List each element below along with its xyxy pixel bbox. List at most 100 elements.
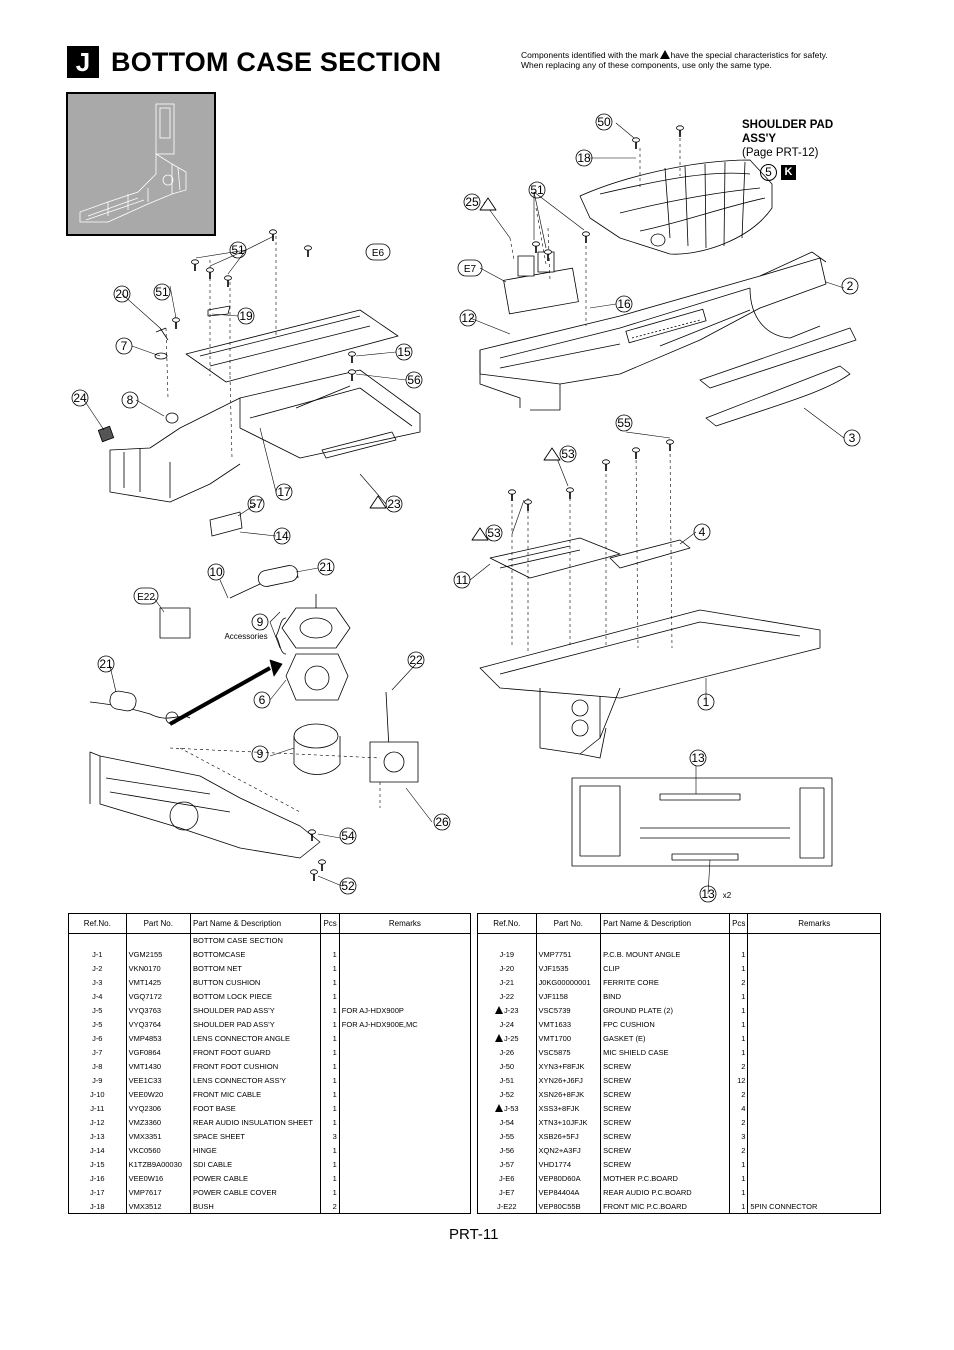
part-no-cell-text: VMT1425 bbox=[128, 978, 162, 987]
callout-50 bbox=[595, 113, 613, 131]
pcs-cell: 1 bbox=[320, 1003, 340, 1018]
part-no-cell-text: VHD1774 bbox=[538, 1160, 572, 1169]
remarks-cell bbox=[338, 1143, 472, 1158]
part-no-cell: XQN2+A3FJ bbox=[535, 1143, 602, 1158]
remarks-cell bbox=[747, 947, 881, 962]
callout-7 bbox=[115, 337, 133, 355]
pcs-cell-text: 2 bbox=[741, 978, 746, 987]
ref-cell-text: J-4 bbox=[92, 992, 103, 1001]
callout-label: 7 bbox=[121, 339, 128, 353]
callout-e22 bbox=[133, 587, 159, 605]
pcs-cell bbox=[320, 933, 340, 948]
part-name-cell: FOOT BASE bbox=[189, 1101, 322, 1116]
part-name-cell-text: FOOT BASE bbox=[192, 1104, 236, 1113]
safety-note-text-b: have the special characteristics for saf… bbox=[670, 50, 828, 60]
part-name-cell-text: REAR AUDIO P.C.BOARD bbox=[603, 1188, 692, 1197]
part-no-cell-text: VEE0W16 bbox=[128, 1174, 164, 1183]
remarks-cell: FOR AJ-HDX900P bbox=[338, 1003, 472, 1018]
col-pcs: Pcs bbox=[320, 913, 340, 934]
col-remarks: Remarks bbox=[747, 913, 881, 934]
part-no-cell: VSC5875 bbox=[535, 1045, 602, 1060]
ref-cell: J-17 bbox=[68, 1185, 127, 1200]
part-name-cell: FRONT MIC CABLE bbox=[189, 1087, 322, 1102]
ref-cell-text: J-9 bbox=[92, 1076, 103, 1085]
part-name-cell: POWER CABLE COVER bbox=[189, 1185, 322, 1200]
callout-label: 13 bbox=[691, 751, 705, 765]
pcs-cell-text: 1 bbox=[332, 964, 337, 973]
part-name-cell: BIND bbox=[600, 989, 731, 1004]
pcs-cell-text: 1 bbox=[332, 1090, 337, 1099]
callout-label: 18 bbox=[577, 151, 591, 165]
part-name-cell-text: FRONT FOOT GUARD bbox=[192, 1048, 271, 1057]
callout-label: 19 bbox=[239, 309, 253, 323]
callout-label: E22 bbox=[137, 592, 155, 603]
part-name-cell: BOTTOM CASE SECTION bbox=[189, 933, 322, 948]
ref-cell-text: J-20 bbox=[499, 964, 515, 973]
callout-label: 57 bbox=[249, 497, 263, 511]
pcs-cell: 1 bbox=[320, 1115, 340, 1130]
part-name-cell: HINGE bbox=[189, 1143, 322, 1158]
part-no-cell-text: VEE1C33 bbox=[128, 1076, 162, 1085]
part-name-cell: SCREW bbox=[600, 1087, 731, 1102]
part-no-cell-text: XSB26+5FJ bbox=[538, 1132, 579, 1141]
part-no-cell: XYN3+F8FJK bbox=[535, 1059, 602, 1074]
remarks-cell-text: FOR AJ-HDX900P bbox=[341, 1006, 404, 1015]
callout-51-mid bbox=[153, 283, 171, 301]
mother-board bbox=[185, 309, 399, 383]
col-ref: Ref.No. bbox=[68, 913, 127, 934]
pcs-cell: 4 bbox=[729, 1101, 749, 1116]
part-name-cell-text: BOTTOM LOCK PIECE bbox=[192, 992, 273, 1001]
callout-e6 bbox=[365, 243, 391, 261]
pcs-cell: 1 bbox=[320, 1017, 340, 1032]
pcs-cell: 1 bbox=[729, 1171, 749, 1186]
part-no-cell-text: VEP80D60A bbox=[538, 1174, 581, 1183]
callout-label: 4 bbox=[699, 525, 706, 539]
ref-cell: J-54 bbox=[477, 1115, 537, 1130]
ref-cell-text: J-15 bbox=[89, 1160, 105, 1169]
pcs-cell: 1 bbox=[729, 1199, 749, 1214]
shoulder-pad-label: SHOULDER PAD ASS'Y (Page PRT-12) bbox=[742, 118, 833, 160]
part-name-cell-text: GROUND PLATE (2) bbox=[603, 1006, 673, 1015]
callout-23 bbox=[385, 495, 403, 513]
callout-label: 8 bbox=[127, 393, 134, 407]
sdi-cable bbox=[295, 385, 351, 409]
ref-cell: J-9 bbox=[68, 1073, 127, 1088]
remarks-cell bbox=[747, 1031, 881, 1046]
part-name-cell: P.C.B. MOUNT ANGLE bbox=[600, 947, 731, 962]
callout-53-left bbox=[485, 524, 503, 542]
pcs-cell-text: 1 bbox=[332, 1006, 337, 1015]
part-name-cell-text: MOTHER P.C.BOARD bbox=[603, 1174, 678, 1183]
arrow-to-lens bbox=[169, 666, 271, 726]
callout-label: 9 bbox=[257, 615, 264, 629]
pcs-cell: 1 bbox=[729, 1003, 749, 1018]
part-name-cell: MOTHER P.C.BOARD bbox=[600, 1171, 731, 1186]
ref-cell: J-53 bbox=[477, 1101, 537, 1116]
pcs-cell-text: 3 bbox=[332, 1132, 337, 1141]
callout-label: 53 bbox=[487, 526, 501, 540]
pcs-cell: 1 bbox=[320, 1087, 340, 1102]
remarks-cell bbox=[747, 961, 881, 976]
pcs-cell: 1 bbox=[729, 961, 749, 976]
part-name-cell-text: FRONT MIC P.C.BOARD bbox=[603, 1201, 687, 1211]
ref-cell-text: J-25 bbox=[503, 1034, 519, 1043]
pcs-cell-text: 2 bbox=[332, 1201, 337, 1211]
pcs-cell: 1 bbox=[320, 947, 340, 962]
callout-56 bbox=[405, 371, 423, 389]
part-no-cell-text: VMP7617 bbox=[128, 1188, 162, 1197]
part-no-cell-text: XSS3+8FJK bbox=[538, 1104, 580, 1113]
pcs-cell: 2 bbox=[320, 1199, 340, 1214]
pcs-cell: 1 bbox=[320, 1185, 340, 1200]
ref-cell-text: J-55 bbox=[499, 1132, 515, 1141]
part-name-cell-text: REAR AUDIO INSULATION SHEET bbox=[192, 1118, 313, 1127]
ref-cell-text: J-5 bbox=[92, 1020, 103, 1029]
part-name-cell bbox=[600, 933, 731, 948]
